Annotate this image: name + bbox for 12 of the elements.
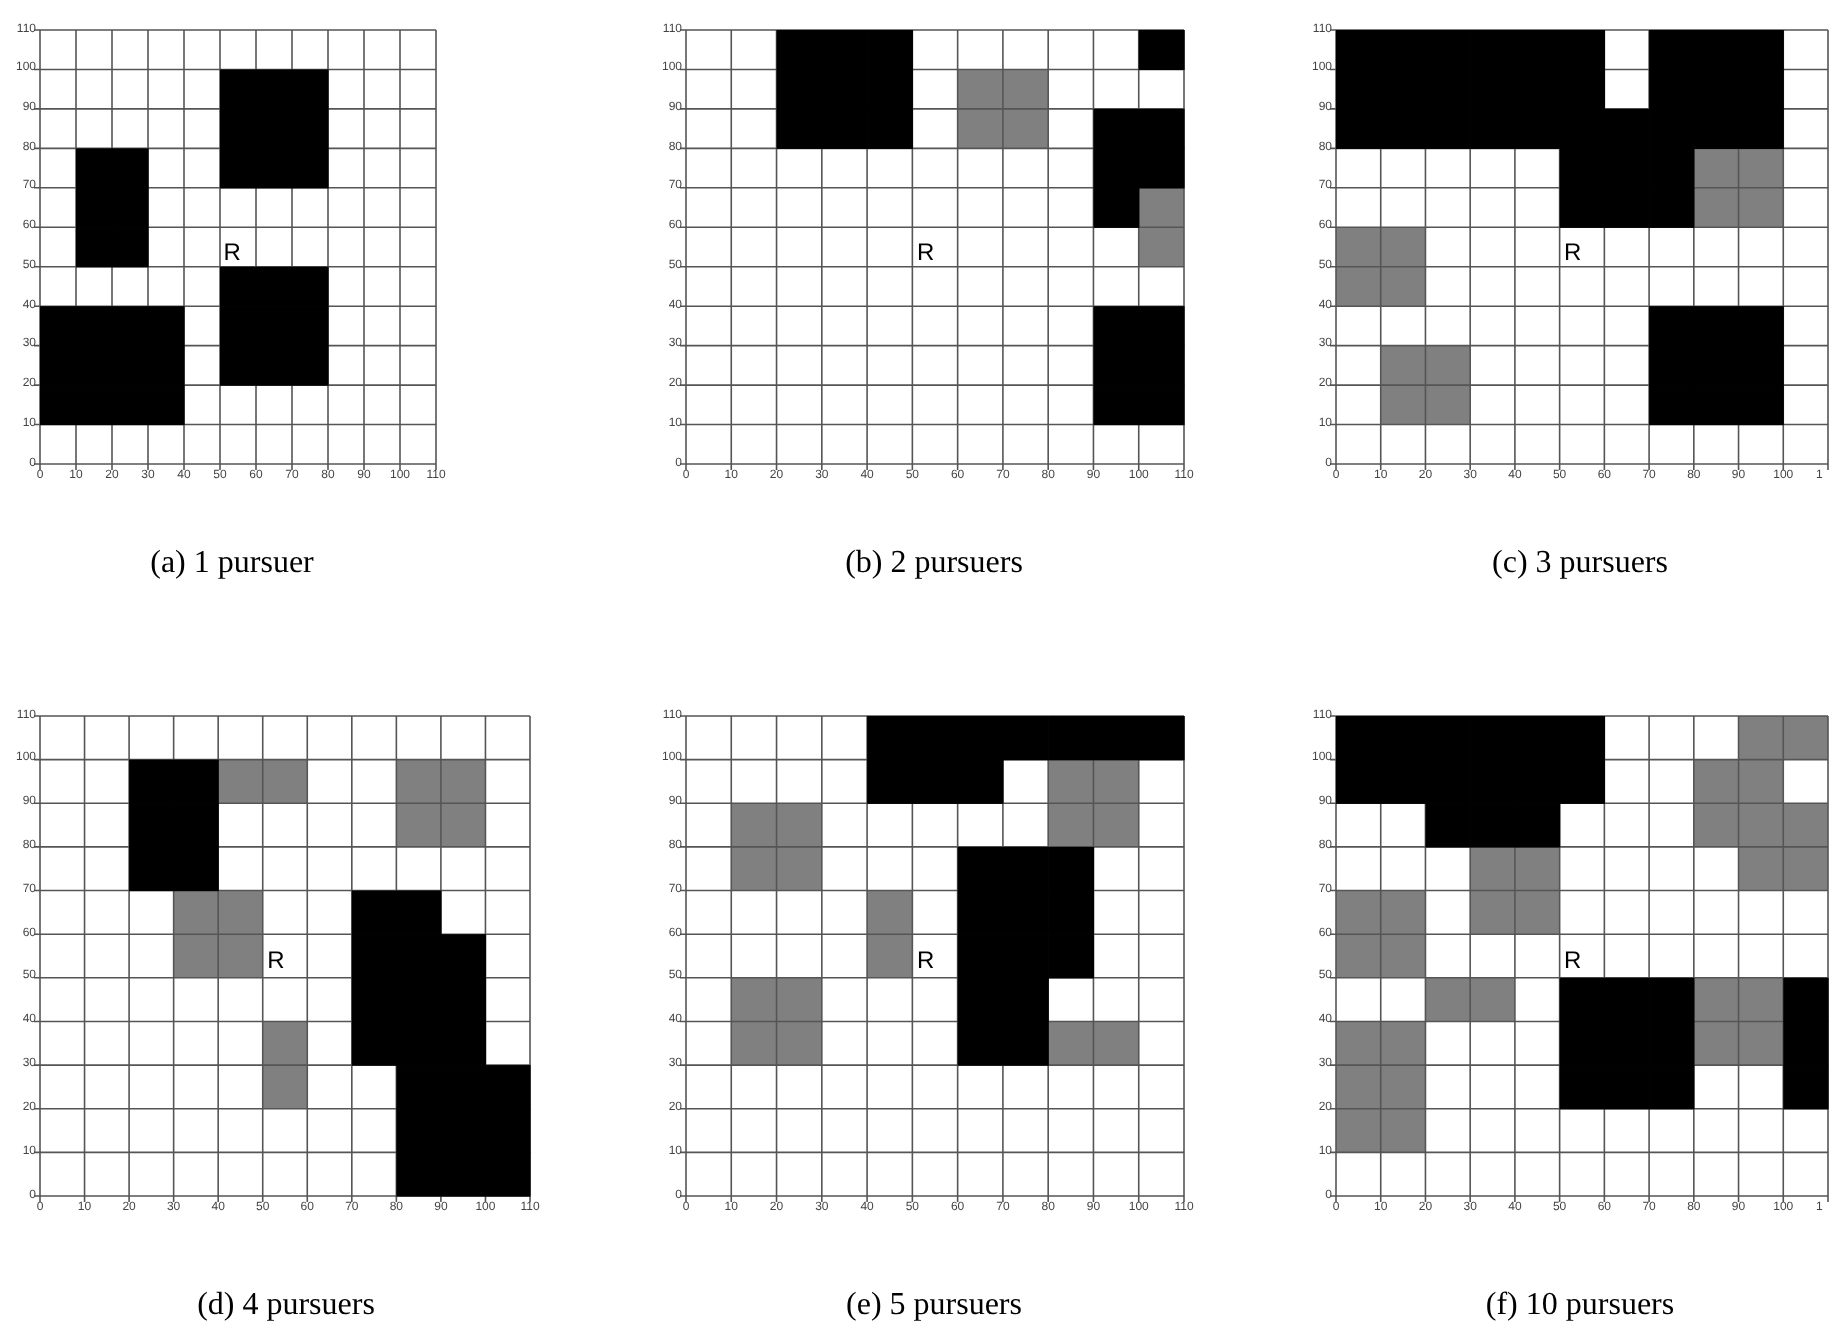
robot-label: R xyxy=(1564,239,1582,266)
robot-label: R xyxy=(916,239,935,266)
subfigure-caption: (c) 3 pursuers xyxy=(1492,546,1668,582)
subfigure-caption: (e) 5 pursuers xyxy=(846,1288,1022,1324)
robot-label: R xyxy=(223,239,241,266)
subfigure-caption: (a) 1 pursuer xyxy=(150,546,314,582)
subfigure-caption: (f) 10 pursuers xyxy=(1485,1288,1675,1324)
robot-label: R xyxy=(916,947,935,974)
robot-label: R xyxy=(267,947,285,974)
robot-label: R xyxy=(1564,947,1582,974)
subfigure-caption: (d) 4 pursuers xyxy=(197,1288,375,1324)
subfigure-caption: (b) 2 pursuers xyxy=(845,546,1023,582)
